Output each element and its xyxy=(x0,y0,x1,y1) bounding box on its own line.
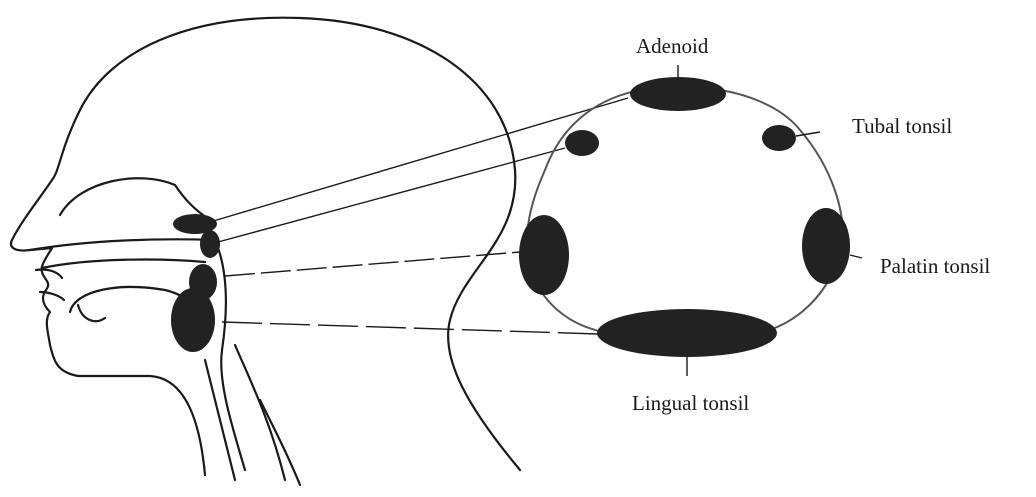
head-outline xyxy=(11,18,520,475)
tubal-tonsil-right xyxy=(762,125,796,151)
tubal-tonsil-head xyxy=(200,230,220,258)
palatine-tonsil-left xyxy=(519,215,569,295)
lingual-tonsil-head xyxy=(171,288,215,352)
connector-adenoid xyxy=(210,98,628,222)
label-palatine-tonsil: Palatin tonsil xyxy=(880,256,990,277)
tongue-tip xyxy=(78,305,105,321)
label-adenoid: Adenoid xyxy=(636,36,708,57)
adenoid-ring xyxy=(630,77,726,111)
tubal-tick xyxy=(796,132,820,136)
waldeyer-ring xyxy=(527,88,842,336)
palatine-tonsil-right xyxy=(802,208,850,284)
connector-lingual xyxy=(222,322,598,334)
tubal-tonsil-left xyxy=(565,130,599,156)
nasal-conchae xyxy=(60,178,210,220)
palatine-tick xyxy=(850,255,862,258)
nasal-cavity xyxy=(30,239,215,250)
esophagus xyxy=(205,360,300,485)
lips xyxy=(36,269,64,300)
label-lingual-tonsil: Lingual tonsil xyxy=(632,393,749,414)
hard-palate xyxy=(42,260,205,268)
lingual-tonsil-ring xyxy=(597,309,777,357)
label-tubal-tonsil: Tubal tonsil xyxy=(852,116,952,137)
